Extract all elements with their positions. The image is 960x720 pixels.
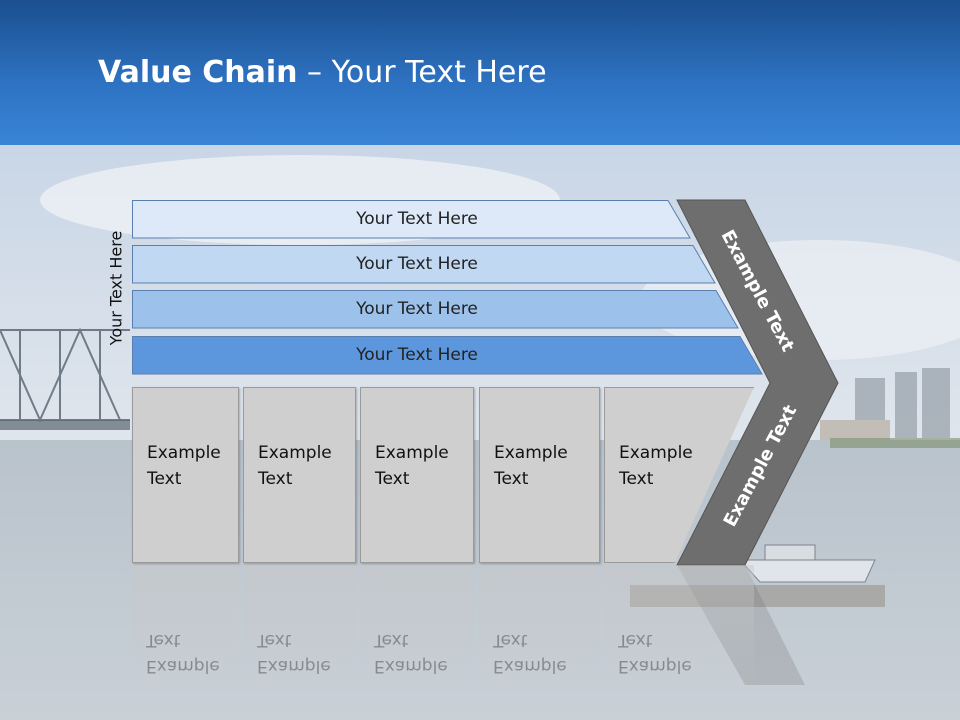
activity-box-2: Example Text — [243, 387, 356, 563]
reflection-label: Example Text — [257, 630, 331, 676]
boat-graphic — [630, 544, 885, 607]
title-rest: – Your Text Here — [297, 55, 547, 90]
support-bar-label: Your Text Here — [356, 345, 478, 365]
activity-box-3: Example Text — [360, 387, 474, 563]
support-bar-3: Your Text Here — [132, 290, 739, 329]
activity-box-reflection: Example Text — [604, 565, 754, 715]
support-bar-label: Your Text Here — [356, 254, 478, 274]
support-bar-4: Your Text Here — [132, 336, 763, 375]
skyline-graphic — [820, 368, 950, 440]
reflection-label: Example Text — [493, 630, 567, 676]
activity-box-label: Example Text — [375, 443, 449, 489]
activity-box-reflection: Example Text — [360, 565, 474, 715]
activity-box-label: Example Text — [619, 443, 693, 489]
support-bar-label: Your Text Here — [356, 299, 478, 319]
activity-box-reflection: Example Text — [243, 565, 356, 715]
reflection-label: Example Text — [146, 630, 220, 676]
support-bar-1: Your Text Here — [132, 200, 691, 239]
activity-box-reflection: Example Text — [132, 565, 239, 715]
support-bar-2: Your Text Here — [132, 245, 716, 284]
activity-box-label: Example Text — [258, 443, 332, 489]
activity-box-reflection: Example Text — [479, 565, 600, 715]
slide-title: Value Chain – Your Text Here — [98, 55, 547, 90]
support-bar-label: Your Text Here — [356, 209, 478, 229]
reflection-label: Example Text — [374, 630, 448, 676]
reflection-label: Example Text — [618, 630, 692, 676]
chevron-shape — [676, 199, 839, 566]
activity-box-label: Example Text — [147, 443, 221, 489]
activity-box-4: Example Text — [479, 387, 600, 563]
activity-box-1: Example Text — [132, 387, 239, 563]
title-banner — [0, 0, 960, 145]
title-bold: Value Chain — [98, 55, 298, 90]
activity-box-label: Example Text — [494, 443, 568, 489]
chevron-reflection — [677, 565, 805, 685]
